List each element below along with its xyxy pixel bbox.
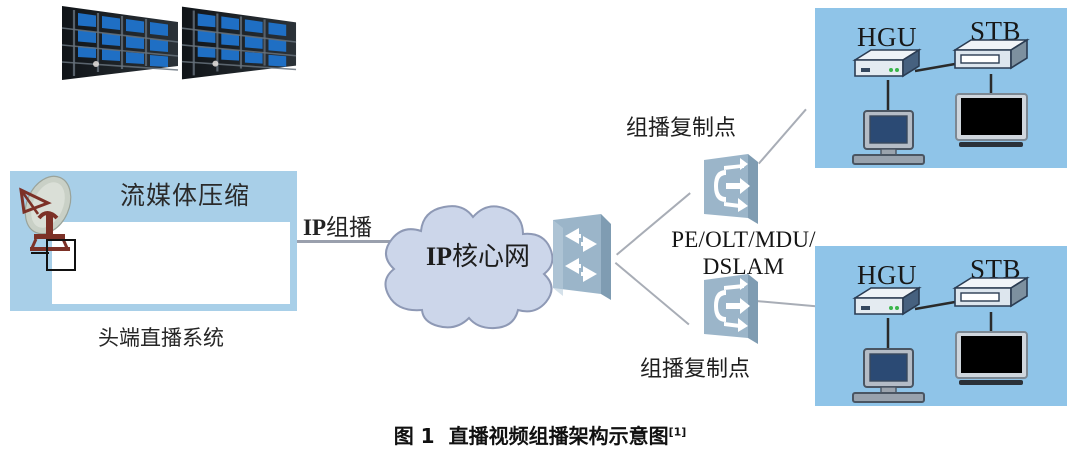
link-replication-top-to-home-top (758, 108, 807, 165)
stb-icon (952, 38, 1030, 70)
stb-icon (952, 276, 1030, 308)
access-node-label-line2: DSLAM (702, 254, 785, 280)
headend-caption: 头端直播系统 (98, 326, 224, 350)
figure-number: 图 1 (393, 424, 435, 448)
replication-point-label-bottom: 组播复制点 (640, 357, 751, 382)
pc-monitor-icon (852, 110, 925, 165)
server-rack-icon (180, 0, 298, 82)
multicast-replication-icon (700, 152, 762, 224)
headend-server-area (52, 222, 290, 304)
access-node-label: PE/OLT/MDU/ DSLAM (651, 226, 836, 280)
home-network-panel-bottom: HGU STB (815, 246, 1067, 406)
hgu-icon (852, 48, 922, 78)
tv-icon (955, 331, 1028, 385)
headend-title: 流媒体压缩 (120, 181, 251, 210)
hgu-icon (852, 286, 922, 316)
figure-reference: [1] (668, 425, 687, 439)
headend-connector-line (31, 252, 49, 254)
core-label-cjk: 核心网 (451, 242, 530, 271)
headend-connector-box (46, 239, 76, 271)
server-rack-icon (60, 0, 180, 82)
hgu-label: HGU (857, 260, 917, 290)
figure-caption: 图 1 直播视频组播架构示意图[1] (0, 420, 1080, 449)
ip-multicast-label-cjk: 组播 (326, 215, 372, 241)
router-icon (549, 214, 615, 300)
link-headend-to-core (297, 240, 393, 243)
ip-multicast-label: IP组播 (303, 208, 372, 242)
hgu-label: HGU (857, 22, 917, 52)
core-label-latin: IP (425, 242, 452, 271)
access-node-label-line1: PE/OLT/MDU/ (671, 227, 816, 252)
ip-core-network-cloud (375, 186, 590, 334)
tv-icon (955, 93, 1028, 147)
replication-point-label-top: 组播复制点 (626, 116, 737, 141)
multicast-replication-icon (700, 272, 762, 344)
ip-core-network-label: IP核心网 (398, 236, 558, 273)
figure-title: 直播视频组播架构示意图 (448, 424, 669, 448)
ip-multicast-label-latin: IP (303, 215, 326, 240)
home-network-panel-top: HGU STB (815, 8, 1067, 168)
pc-monitor-icon (852, 348, 925, 403)
